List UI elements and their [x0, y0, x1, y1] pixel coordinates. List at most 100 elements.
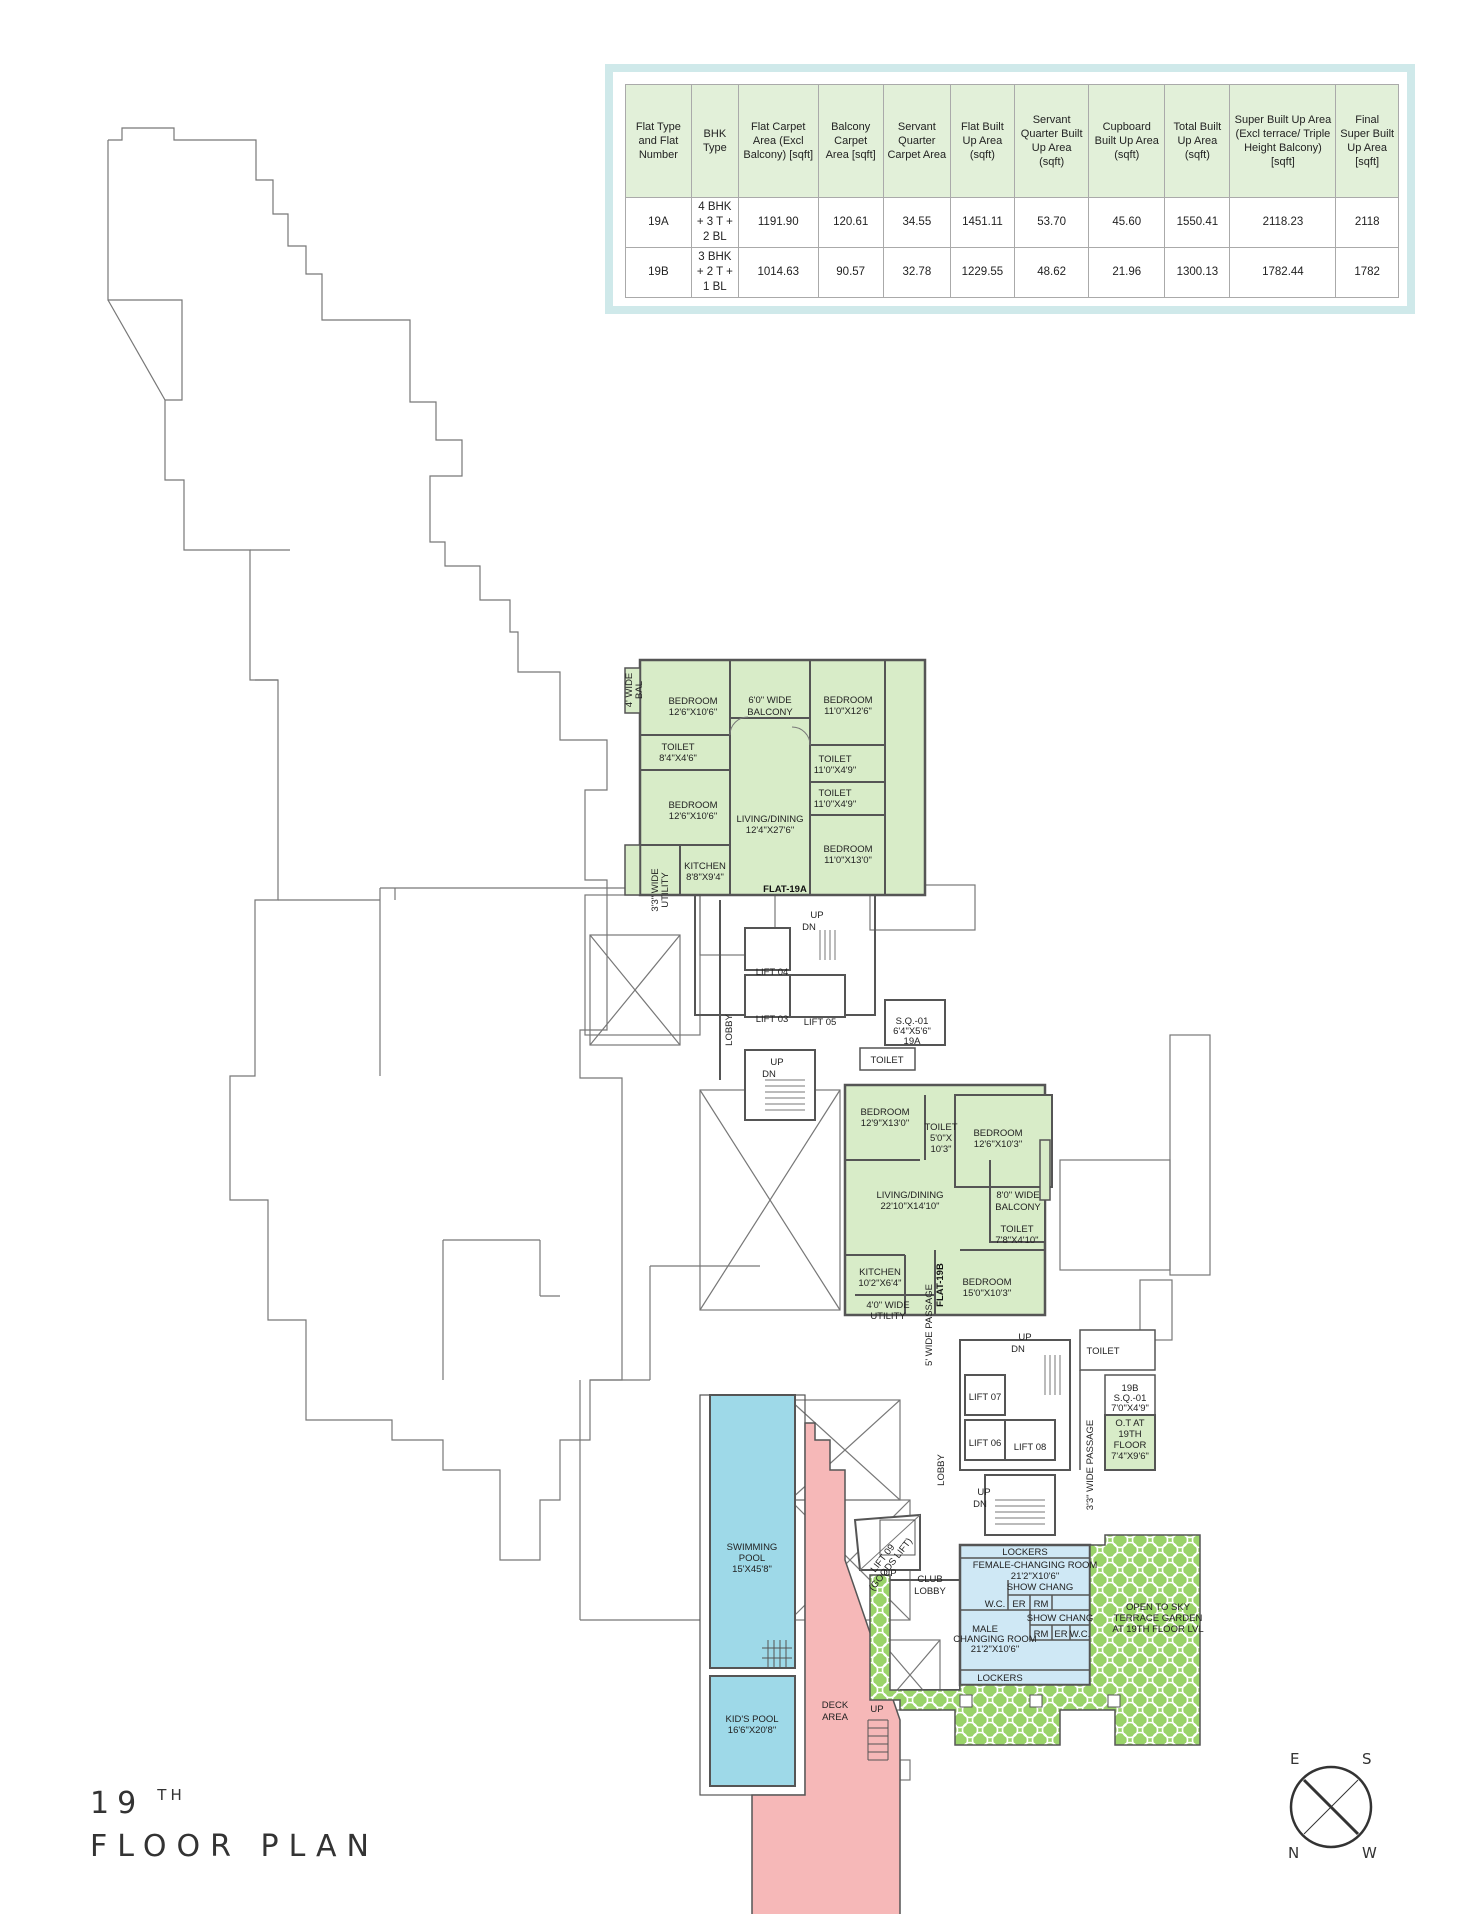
- header-cupboard: Cupboard Built Up Area (sqft): [1088, 84, 1166, 198]
- pool-deck: [699, 1394, 901, 1914]
- table-cell: 32.78: [882, 247, 951, 298]
- room-dimension: 16'6"X20'8": [728, 1725, 776, 1736]
- svg-text:S.Q.-016'4"X5'6"19A: S.Q.-016'4"X5'6"19A: [893, 1016, 931, 1047]
- stair-up-label: UP: [1018, 1332, 1031, 1343]
- room-dimension: 8'8"X9'4": [686, 872, 724, 883]
- stair-up-label: UP: [883, 1568, 896, 1579]
- svg-text:4'0" WIDEUTILITY: 4'0" WIDEUTILITY: [866, 1300, 909, 1322]
- table-row: 19B 3 BHK + 2 T + 1 BL 1014.63 90.57 32.…: [625, 247, 1399, 298]
- room-label: BALCONY: [747, 707, 793, 718]
- stair-up-label: UP: [977, 1487, 990, 1498]
- room-label: AREA: [822, 1712, 849, 1723]
- area-statement-table: Flat Type and Flat Number BHK Type Flat …: [625, 84, 1399, 298]
- header-total-built-up: Total Built Up Area (sqft): [1164, 84, 1231, 198]
- room-dimension: 22'10"X14'10": [881, 1201, 940, 1212]
- stair-up-label: UP: [770, 1057, 783, 1068]
- room-label: TOILET: [1000, 1224, 1033, 1235]
- passage-label: 5' WIDE PASSAGE: [924, 1284, 935, 1366]
- table-cell: 48.62: [1014, 247, 1090, 298]
- room-dimension: 10'2"X6'4": [858, 1278, 901, 1289]
- floor-title: 19 TH FLOOR PLAN: [90, 1786, 379, 1864]
- lobby-label: LOBBY: [936, 1453, 947, 1485]
- table-cell: 1782.44: [1229, 247, 1337, 298]
- lift-label: LIFT 07: [969, 1392, 1002, 1403]
- room-dimension: 15'X45'8": [732, 1564, 772, 1575]
- table-cell: 120.61: [817, 197, 884, 248]
- room-label: KITCHEN: [684, 861, 726, 872]
- room-label: AT 19TH FLOOR LVL: [1112, 1624, 1203, 1635]
- room-dimension: 21'2"X10'6": [1011, 1571, 1059, 1582]
- flat-19b: [843, 1083, 1053, 1317]
- room-dimension: 6'4"X5'6": [893, 1026, 931, 1037]
- passage-label: 3'3" WIDE PASSAGE: [1085, 1420, 1096, 1511]
- room-label: UTILITY: [660, 872, 671, 908]
- room-label: RM: [1034, 1599, 1049, 1610]
- room-dimension: 21'2"X10'6": [971, 1644, 1019, 1655]
- table-cell: 1782: [1335, 247, 1399, 298]
- room-label: OPEN TO SKY: [1126, 1602, 1191, 1613]
- compass-west: W: [1362, 1844, 1377, 1862]
- core-1: [694, 894, 946, 1121]
- floor-number: 19: [90, 1786, 145, 1821]
- header-balcony-carpet: Balcony Carpet Area [sqft]: [817, 84, 884, 198]
- room-dimension: 5'0"X: [930, 1133, 953, 1144]
- room-label: 8'0" WIDE: [996, 1190, 1039, 1201]
- terrace-garden: [869, 1534, 1201, 1746]
- room-dimension: 11'0"X13'0": [824, 855, 872, 866]
- room-label: LOCKERS: [1002, 1547, 1047, 1558]
- room-label: BEDROOM: [973, 1128, 1022, 1139]
- room-dimension: 12'6"X10'6": [669, 811, 717, 822]
- room-dimension: 10'3": [930, 1144, 951, 1155]
- compass: E S N W: [1276, 1750, 1386, 1862]
- core-2-labels: UP DN TOILET LIFT 07 LIFT 06 LIFT 08 LOB…: [936, 1332, 1149, 1510]
- room-label: ER: [1012, 1599, 1025, 1610]
- room-label: UTILITY: [870, 1311, 906, 1322]
- lift-label: LIFT 08: [1014, 1442, 1047, 1453]
- compass-south: S: [1362, 1750, 1372, 1768]
- room-label: FEMALE-CHANGING ROOM: [973, 1560, 1098, 1571]
- table-cell: 1229.55: [949, 247, 1016, 298]
- room-label: LIVING/DINING: [876, 1190, 943, 1201]
- room-label: TOILET: [818, 754, 851, 765]
- room-label: FLOOR: [1114, 1440, 1147, 1451]
- core-1-labels: UP DN LIFT 04 LIFT 03 LIFT 05 LOBBY S.Q.…: [724, 910, 931, 1080]
- room-label: 3'3" WIDE: [650, 868, 661, 911]
- room-label: TOILET: [870, 1055, 903, 1066]
- room-label: BEDROOM: [668, 800, 717, 811]
- table-cell: 1191.90: [737, 197, 819, 248]
- room-label: SHOW CHANG: [1007, 1582, 1074, 1593]
- room-label: POOL: [739, 1553, 765, 1564]
- table-cell: 2118: [1335, 197, 1399, 248]
- lift-label: LIFT 04: [756, 967, 789, 978]
- changing-rooms: [958, 1543, 1092, 1687]
- room-dimension: 7'0"X4'9": [1111, 1403, 1149, 1414]
- room-dimension: 12'4"X27'6": [746, 825, 794, 836]
- room-dimension: 11'0"X12'6": [824, 706, 872, 717]
- room-label: S.Q.-01: [1114, 1393, 1147, 1404]
- header-flat-carpet: Flat Carpet Area (Excl Balcony) [sqft]: [737, 84, 819, 198]
- room-label: 19B: [1122, 1383, 1139, 1394]
- flat-19a: [624, 658, 927, 897]
- header-sq-carpet: Servant Quarter Carpet Area: [882, 84, 951, 198]
- room-dimension: 8'4"X4'6": [659, 753, 697, 764]
- room-dimension: 7'8"X4'10": [995, 1235, 1038, 1246]
- room-label: LIVING/DINING: [736, 814, 803, 825]
- room-label: W.C.: [1070, 1629, 1091, 1640]
- building-outline: [107, 127, 760, 1621]
